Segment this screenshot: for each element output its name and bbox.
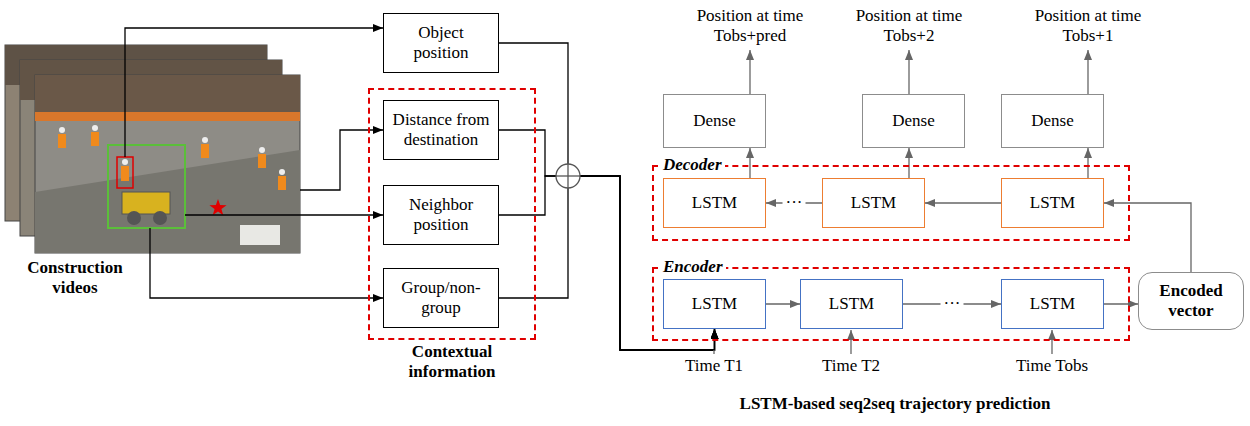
roller [122, 192, 170, 214]
node-text: Group/non-group [384, 278, 498, 318]
concat-symbol [556, 164, 580, 188]
head [92, 125, 98, 131]
output-arrow [749, 50, 750, 94]
time-label: Time T2 [801, 356, 901, 376]
process-box: Distance from destination [383, 100, 499, 160]
connector [749, 148, 750, 178]
output-arrow [1087, 50, 1088, 94]
time-label: Time T1 [664, 356, 764, 376]
node-text: LSTM [686, 193, 743, 213]
head [122, 159, 128, 165]
node-text: Object position [384, 23, 498, 63]
leader-line [300, 130, 383, 190]
vest [121, 166, 129, 181]
node-text: LSTM [686, 294, 743, 314]
encoded-vector: Encoded vector [1138, 272, 1244, 330]
node-text: LSTM [823, 294, 880, 314]
fence [35, 112, 300, 121]
connector [766, 303, 800, 304]
leader-line [150, 228, 383, 298]
region-heading: Decoder [660, 154, 725, 176]
output-label: Position at time Tobs+1 [1018, 6, 1158, 46]
frame [35, 75, 300, 253]
workers [58, 125, 286, 190]
lstm-cell: LSTM [1001, 279, 1104, 329]
region-heading: Encoder [660, 256, 726, 278]
leader-line [185, 214, 383, 215]
roller-drum [153, 211, 167, 225]
process-box: Group/non-group [383, 268, 499, 328]
connector [925, 202, 1001, 203]
output-arrow [908, 50, 909, 94]
time-arrows [714, 330, 1052, 354]
output-arrows [750, 50, 1088, 94]
process-box: Neighbor position [383, 185, 499, 245]
dense-layer: Dense [1001, 94, 1104, 148]
head [259, 147, 265, 153]
destination-star [209, 199, 226, 215]
cart [240, 225, 280, 245]
node-text: Distance from destination [384, 110, 498, 150]
vest [258, 154, 266, 168]
video-frame-front [35, 75, 300, 253]
connector [1087, 148, 1088, 178]
lstm-cell: LSTM [1001, 178, 1104, 228]
vest [278, 176, 286, 190]
node-text: Dense [1025, 111, 1079, 131]
roller-drum [127, 211, 141, 225]
region-heading: Contextual information [392, 342, 512, 382]
vest [201, 144, 209, 158]
node-text: Neighbor position [384, 195, 498, 235]
node-text: LSTM [1024, 193, 1081, 213]
connector [1104, 203, 1191, 272]
head [59, 127, 65, 133]
node-text: Encoded vector [1139, 281, 1243, 321]
figure-title: LSTM-based seq2seq trajectory prediction [655, 394, 1135, 414]
time-arrow [1051, 330, 1052, 354]
lstm-cell: LSTM [822, 178, 925, 228]
context-region: Contextual informationDistance from dest… [368, 88, 536, 340]
leader-line [125, 28, 383, 157]
connector [908, 148, 909, 178]
head [279, 169, 285, 175]
lstm-cell: LSTM [663, 279, 766, 329]
node-text: LSTM [845, 193, 902, 213]
target-box [117, 157, 133, 188]
node-text: LSTM [1024, 294, 1081, 314]
time-arrow [850, 330, 851, 354]
neighbor-box [108, 145, 185, 228]
road [35, 150, 300, 253]
decoder-region: DecoderLSTMLSTMLSTM [652, 165, 1130, 241]
node-text: Dense [886, 111, 940, 131]
output-label: Position at time Tobs+pred [680, 6, 820, 46]
node-text: Dense [687, 111, 741, 131]
head [202, 137, 208, 143]
process-box: Object position [383, 13, 499, 73]
edge-label: ··· [941, 295, 964, 313]
connector [1104, 303, 1138, 304]
context-leaders [125, 28, 383, 298]
lstm-cell: LSTM [800, 279, 903, 329]
plus [567, 164, 568, 188]
time-arrow [713, 350, 714, 354]
vest [91, 132, 99, 146]
time-label: Time Tobs [1002, 356, 1102, 376]
building [35, 75, 300, 115]
vest [58, 134, 66, 148]
circle [556, 164, 580, 188]
lstm-cell: LSTM [663, 178, 766, 228]
output-label: Position at time Tobs+2 [839, 6, 979, 46]
dense-layer: Dense [862, 94, 965, 148]
caption-label: Construction videos [10, 258, 140, 298]
encoder-region: EncoderLSTMLSTMLSTM [652, 267, 1130, 341]
edge-label: ··· [783, 194, 806, 212]
dense-layer: Dense [663, 94, 766, 148]
